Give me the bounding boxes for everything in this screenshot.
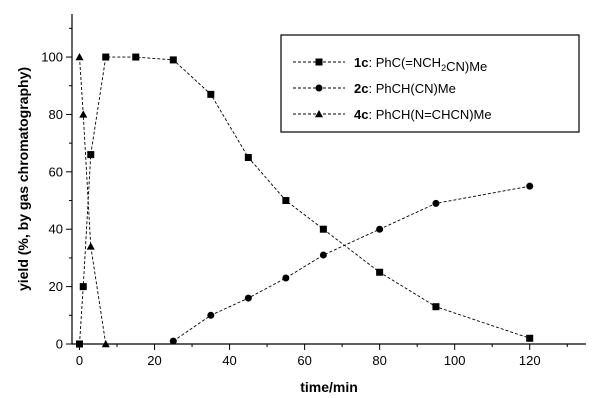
series-1c-point — [76, 340, 84, 348]
x-tick-label: 60 — [297, 353, 311, 368]
legend-marker — [314, 109, 324, 118]
series-1c-point — [79, 283, 87, 291]
legend-box — [280, 34, 580, 133]
series-2c-point — [526, 182, 534, 190]
axis-ticks: 0 20 40 60 80 100 120 0 20 40 60 80 100 — [41, 27, 568, 368]
x-tick-label: 80 — [372, 353, 386, 368]
legend-marker — [315, 58, 323, 66]
series-1c-point — [87, 151, 95, 159]
series-4c-line — [79, 57, 107, 345]
series-1c-point — [282, 197, 290, 205]
legend-entry-2c: 2c: PhCH(CN)Me — [293, 81, 456, 96]
series-1c-point — [244, 153, 252, 161]
series-2c-point — [319, 251, 327, 259]
y-tick-label: 100 — [41, 50, 63, 65]
series-1c-point — [102, 53, 110, 61]
series-2c-point — [169, 337, 177, 345]
plot-area: 0 20 40 60 80 100 120 0 20 40 60 80 100 — [41, 14, 586, 368]
series-2c-line — [173, 185, 530, 342]
series-1c-point — [169, 56, 177, 64]
y-axis-label: yield (%, by gas chromatography) — [15, 67, 31, 291]
series-4c-point — [79, 110, 88, 118]
y-tick-label: 0 — [56, 337, 63, 352]
x-tick-label: 20 — [147, 353, 161, 368]
legend-label: 4c: PhCH(N=CHCN)Me — [354, 107, 492, 122]
x-tick-label: 120 — [519, 353, 541, 368]
y-tick-label: 20 — [49, 279, 63, 294]
x-axis-label: time/min — [300, 379, 358, 395]
series-4c-point — [86, 242, 95, 250]
legend-label: 2c: PhCH(CN)Me — [354, 81, 456, 96]
x-tick-label: 100 — [444, 353, 466, 368]
y-tick-label: 40 — [49, 222, 63, 237]
series-2c-point — [376, 225, 384, 233]
series-2c — [169, 182, 534, 345]
series-2c-point — [244, 294, 252, 302]
legend-marker — [315, 84, 323, 92]
legend-label: 1c: PhC(=NCH2CN)Me — [354, 55, 487, 74]
series-4c — [75, 53, 110, 348]
x-tick-label: 0 — [76, 353, 83, 368]
series-2c-point — [432, 199, 440, 207]
series-2c-point — [207, 311, 215, 319]
series-layer — [75, 53, 534, 348]
series-1c-point — [319, 225, 327, 233]
legend-entry-1c: 1c: PhC(=NCH2CN)Me — [293, 55, 487, 74]
legend-entry-4c: 4c: PhCH(N=CHCN)Me — [293, 107, 492, 122]
y-tick-label: 80 — [49, 107, 63, 122]
y-tick-label: 60 — [49, 164, 63, 179]
series-1c — [76, 53, 534, 348]
x-tick-label: 40 — [222, 353, 236, 368]
series-1c-point — [376, 268, 384, 276]
series-2c-point — [282, 274, 290, 282]
series-4c-point — [101, 339, 110, 348]
series-1c-point — [132, 53, 140, 61]
series-1c-point — [207, 90, 215, 98]
series-1c-point — [526, 334, 534, 342]
series-1c-point — [432, 303, 440, 311]
series-4c-point — [75, 53, 84, 61]
legend: 1c: PhC(=NCH2CN)Me 2c: PhCH(CN)Me 4c: PhCH… — [280, 34, 580, 133]
